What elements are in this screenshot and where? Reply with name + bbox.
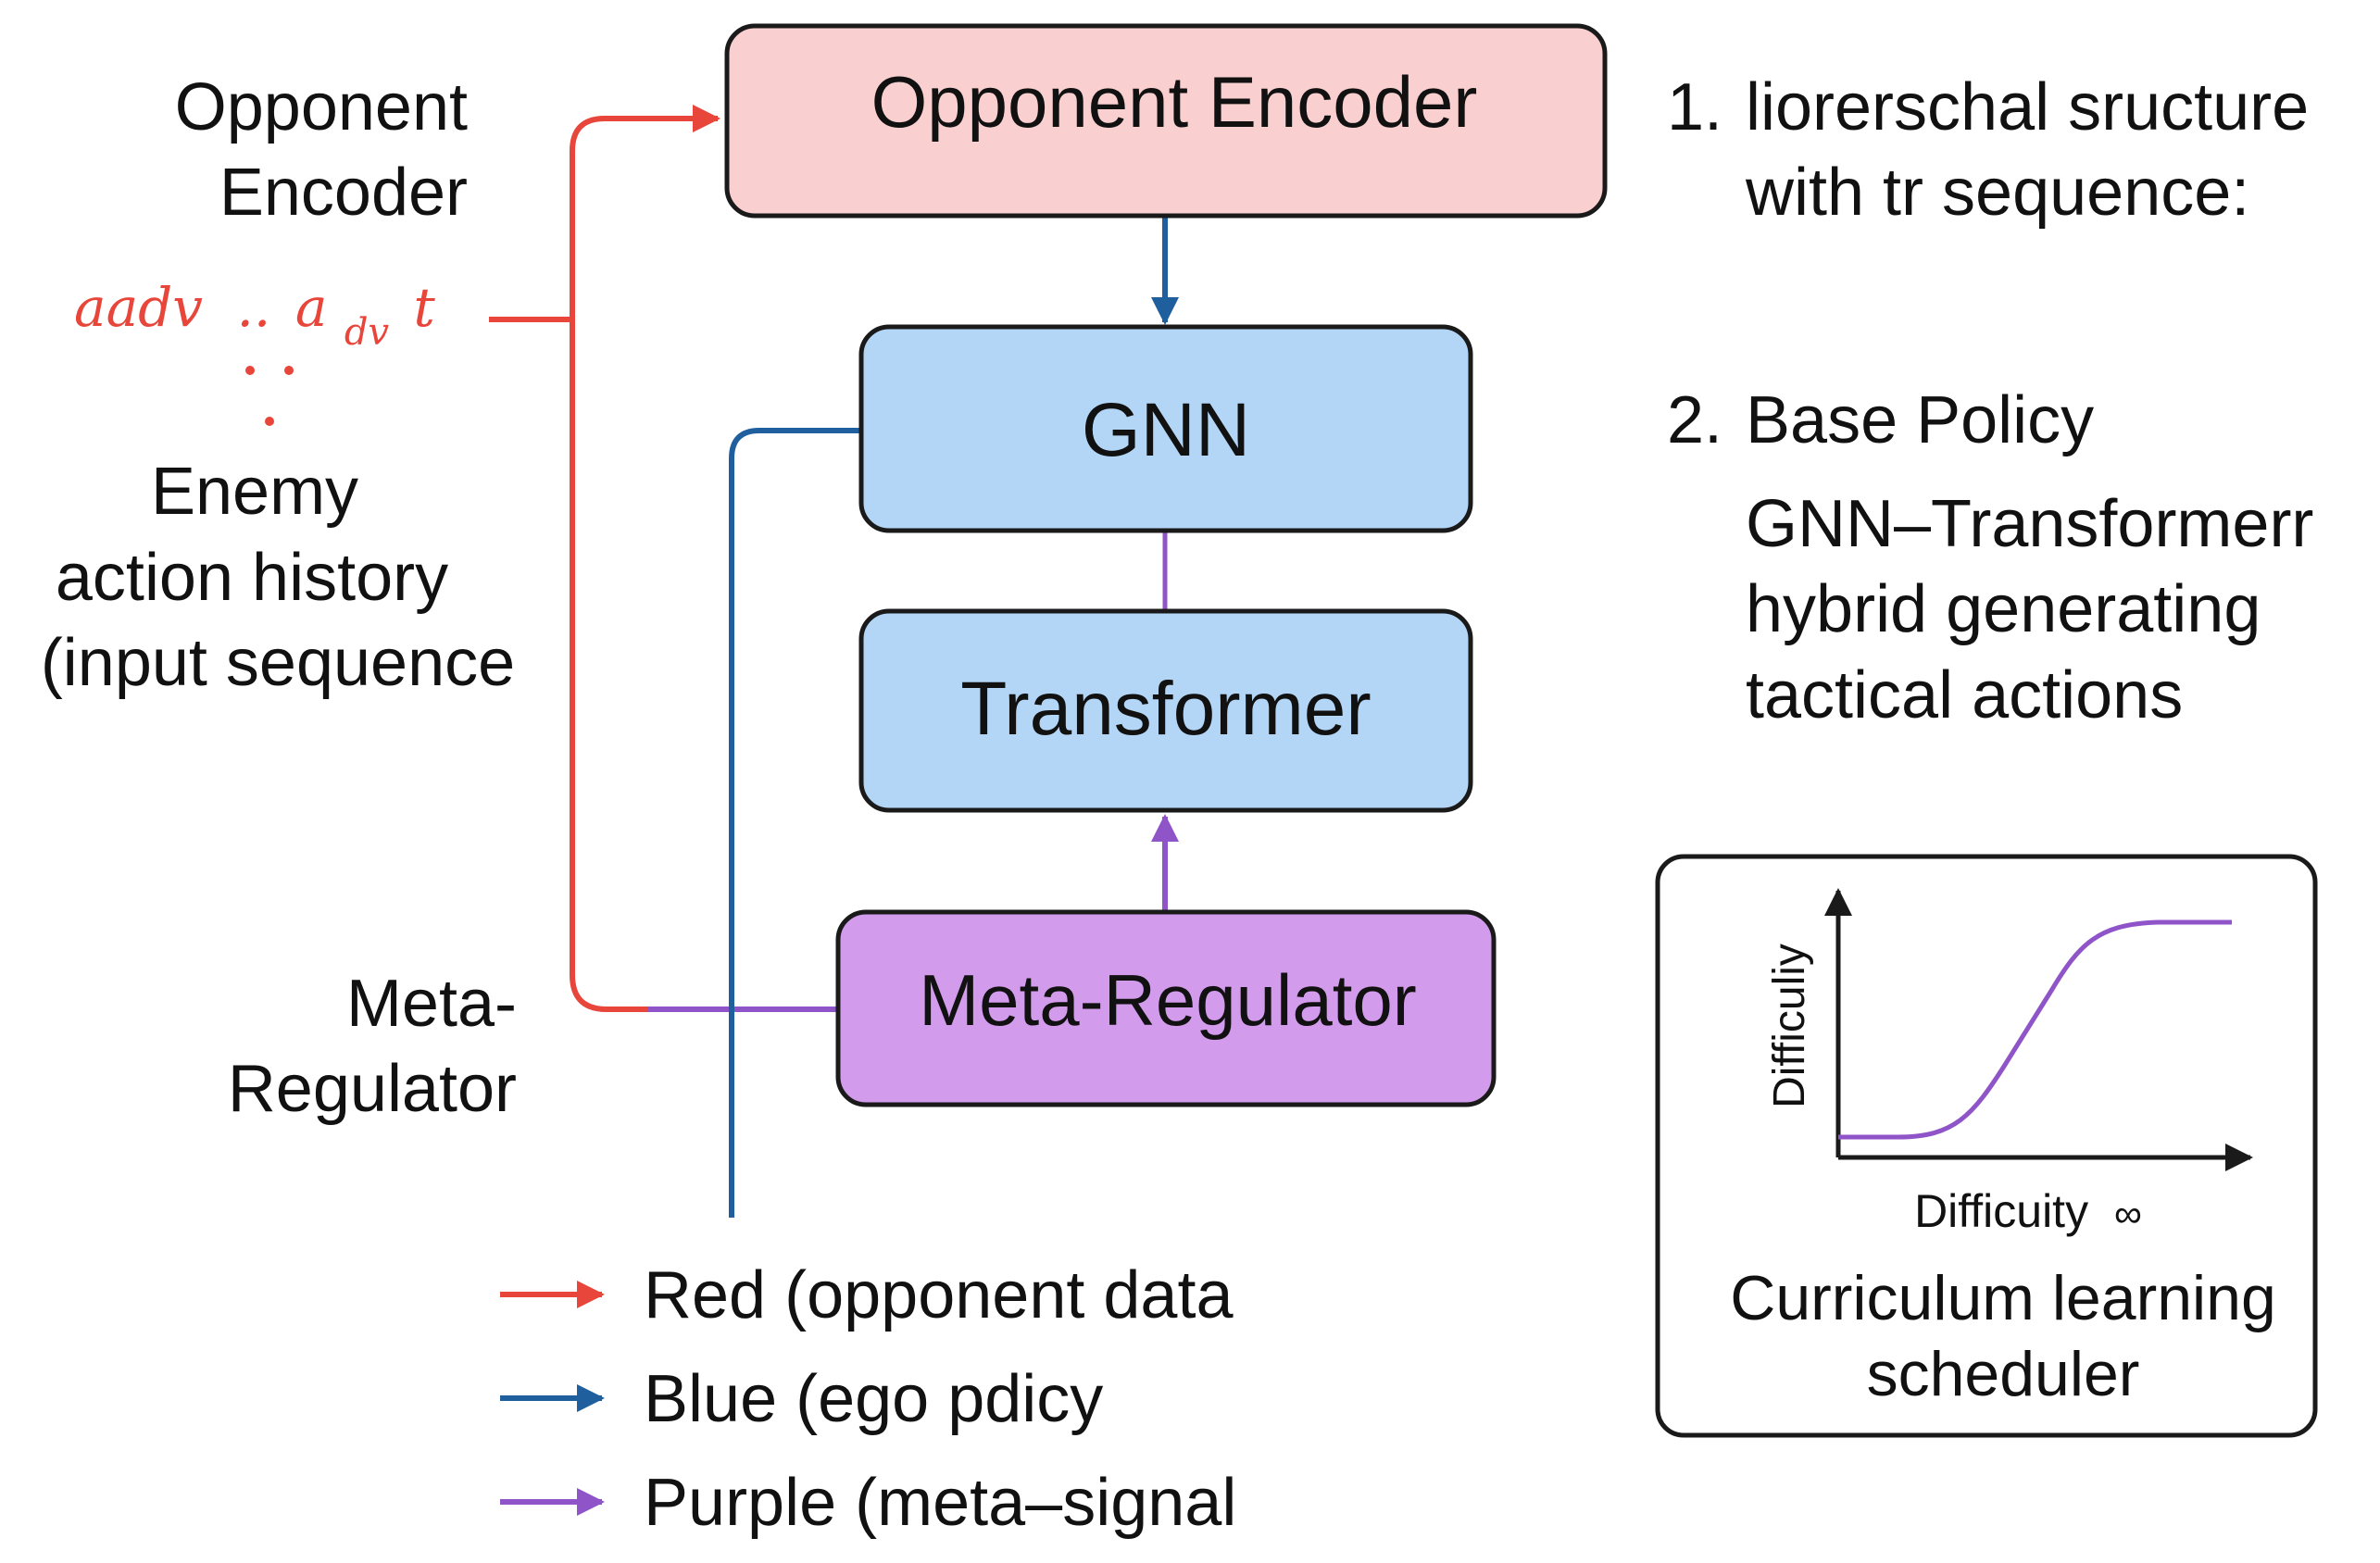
transformer-block: Transformer [858,608,1473,813]
opponent-to-meta-connector [570,319,648,1012]
note-number: 2. [1667,383,1722,457]
note-line: tactical actions [1746,658,2183,732]
scheduler-caption-line: scheduler [1867,1339,2140,1409]
transformer-title: Transformer [960,667,1371,751]
legend: Red (opponent data Blue (ego pdicy Purpl… [500,1258,1236,1540]
meta-regulator-block: Meta-Regulator [835,909,1497,1107]
note-line: GNN–Transformerr [1746,487,2313,561]
left-label-line: Enemy [151,455,358,529]
legend-label: Blue (ego pdicy [644,1362,1103,1436]
input-sequence-label: aadv .. a dv t [74,276,435,426]
left-meta-regulator-label: Meta- Regulator [228,967,517,1126]
note-number: 1. [1667,70,1722,144]
note-line: liorerschal sructure [1746,70,2309,144]
note-title: Base Policy [1746,383,2094,457]
legend-item-purple: Purple (meta–signal [500,1466,1236,1540]
note-item-1: 1. liorerschal sructure with tr sequence… [1667,70,2309,230]
input-sequence-text: aadv .. a dv t [74,276,435,357]
opponent-encoder-title: Opponent Encoder [871,61,1478,143]
opponent-encoder-block: Opponent Encoder [724,23,1608,219]
enemy-history-label: Enemy action history (input sequence [41,455,515,700]
left-label-line: (input sequence [41,626,515,700]
gnn-block: GNN [858,324,1473,533]
legend-label: Purple (meta–signal [644,1466,1236,1540]
note-line: with tr sequence: [1745,156,2249,230]
left-label-line: Regulator [228,1052,517,1126]
legend-item-red: Red (opponent data [500,1258,1234,1332]
legend-item-blue: Blue (ego pdicy [500,1362,1103,1436]
opponent-data-connector [489,119,718,322]
left-opponent-encoder-label: Opponent Encoder [175,70,468,230]
gnn-title: GNN [1082,388,1250,472]
scheduler-x-axis-label: Difficuity ∞ [1914,1185,2142,1237]
ellipsis-dot [245,366,255,375]
ellipsis-dot [284,366,294,375]
ego-policy-connector [729,428,861,1218]
curriculum-scheduler-panel: Difficuliy Difficuity ∞ Curriculum learn… [1655,854,2318,1438]
left-label-line: action history [56,541,448,615]
note-line: hybrid generating [1746,572,2261,646]
left-label-line: Encoder [219,156,468,230]
difficulty-curve [1838,919,2232,1140]
ellipsis-dot [265,417,274,426]
meta-regulator-title: Meta-Regulator [919,959,1417,1041]
scheduler-y-axis-label: Difficuliy [1765,944,1814,1108]
note-item-2: 2. Base Policy GNN–Transformerr hybrid g… [1667,383,2313,732]
left-label-line: Opponent [175,70,468,144]
scheduler-caption-line: Curriculum learning [1730,1263,2276,1333]
legend-label: Red (opponent data [644,1258,1234,1332]
left-label-line: Meta- [346,967,517,1041]
